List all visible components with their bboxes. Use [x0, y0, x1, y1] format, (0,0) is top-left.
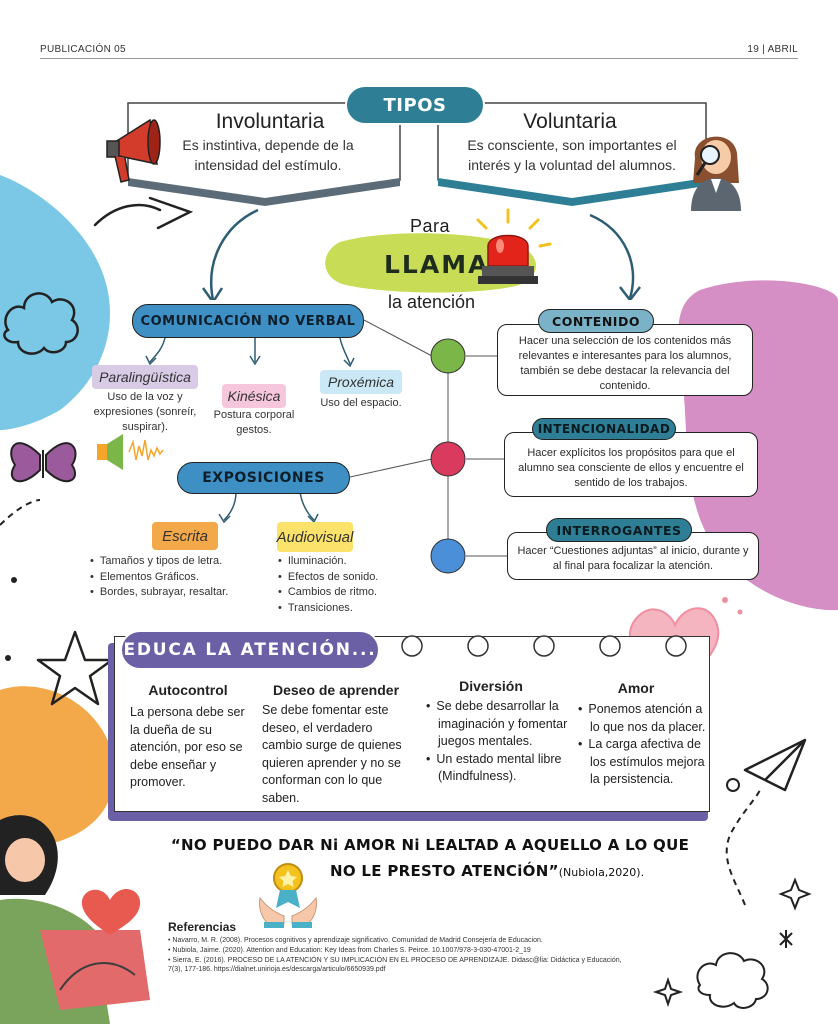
dashed-line — [0, 499, 41, 526]
diversion-list: Se debe desarrollar la imaginación y fom… — [426, 698, 584, 786]
comunicacion-pill: COMUNICACIÓN NO VERBAL — [132, 304, 364, 338]
arrow-right-branch — [589, 213, 635, 299]
asterisk-icon — [779, 930, 793, 948]
kinesica-label: Kinésica — [222, 384, 286, 408]
butterfly-icon — [10, 442, 77, 483]
intencionalidad-box: Hacer explícitos los propósitos para que… — [504, 432, 758, 497]
quote-line-2: NO LE PRESTO ATENCiÓN”(Nubiola,2020). — [330, 862, 644, 880]
speaker-icon — [97, 434, 164, 470]
siren-icon — [476, 208, 552, 284]
cloud-doodle-bottom — [696, 952, 769, 1009]
educa-pill: EDUCA LA ATENCIÓN... — [120, 630, 380, 670]
quote-line-2-text: NO LE PRESTO ATENCiÓN” — [330, 862, 559, 880]
orange-blob — [0, 686, 115, 850]
list-item: Efectos de sonido. — [278, 570, 379, 586]
award-hands-icon — [259, 863, 317, 928]
paralinguistica-desc: Uso de la voz y expresiones (sonreír, su… — [93, 391, 197, 433]
proxemica-label: Proxémica — [320, 370, 402, 394]
list-item: Bordes, subrayar, resaltar. — [90, 585, 228, 601]
dashed-line-right — [725, 789, 761, 906]
interrogantes-pill: INTERROGANTES — [546, 518, 692, 542]
girl-reading-illustration — [0, 815, 150, 1024]
header-date: 19 | ABRIL — [747, 44, 798, 55]
arrow-left-branch — [210, 208, 259, 300]
magnifier-girl-icon — [691, 136, 741, 211]
comunicacion-connectors — [145, 319, 507, 574]
dot-decoration — [11, 577, 17, 583]
small-circle-doodle — [726, 778, 740, 792]
llamar-pre: Para — [410, 216, 451, 236]
intencionalidad-pill: INTENCIONALIDAD — [532, 418, 676, 440]
autocontrol-text: La persona debe ser la dueña de su atenc… — [130, 705, 245, 789]
references-title: Referencias — [168, 920, 237, 934]
dot-decoration — [5, 655, 11, 661]
involuntaria-text: Es instintiva, depende de la intensidad … — [182, 137, 354, 173]
megaphone-icon — [106, 118, 161, 183]
deseo-title: Deseo de aprender — [272, 682, 400, 698]
header-publication: PUBLICACIÓN 05 — [40, 44, 126, 55]
proxemica-desc: Uso del espacio. — [320, 397, 402, 409]
escrita-label: Escrita — [152, 522, 218, 550]
header-divider — [40, 58, 798, 59]
reference-1: • Navarro, M. R. (2008). Procesos cognit… — [168, 937, 543, 944]
llamar-post: la atención — [388, 292, 476, 312]
kinesica-desc: Postura corporal gestos. — [213, 409, 295, 436]
diversion-title: Diversión — [459, 678, 523, 694]
notebook-rings — [401, 635, 687, 657]
green-node — [430, 338, 466, 374]
reference-3: • Sierra, E. (2016). PROCESO DE LA ATENC… — [168, 957, 622, 973]
tipos-pill: TIPOS — [345, 85, 485, 125]
list-item: Se debe desarrollar la imaginación y fom… — [426, 698, 584, 751]
voluntaria-title: Voluntaria — [523, 110, 617, 133]
involuntaria-title: Involuntaria — [215, 110, 325, 133]
autocontrol-title: Autocontrol — [148, 682, 228, 698]
contenido-pill: CONTENIDO — [538, 309, 654, 333]
escrita-list: Tamaños y tipos de letra. Elementos Gráf… — [90, 554, 228, 601]
paralinguistica-label: Paralingüística — [92, 365, 198, 389]
star-doodle-icon — [36, 630, 114, 706]
amor-list: Ponemos atención a lo que nos da placer.… — [578, 701, 708, 789]
list-item: Un estado mental libre (Mindfulness). — [426, 751, 584, 786]
arrow-doodle — [93, 196, 194, 230]
amor-title: Amor — [617, 680, 655, 696]
audiovisual-list: Iluminación. Efectos de sonido. Cambios … — [278, 554, 379, 617]
exposiciones-pill: EXPOSICIONES — [177, 462, 350, 494]
list-item: Elementos Gráficos. — [90, 570, 228, 586]
blue-node — [430, 538, 466, 574]
quote-cite: (Nubiola,2020). — [558, 866, 645, 879]
crimson-node — [430, 441, 466, 477]
list-item: La carga afectiva de los estímulos mejor… — [578, 736, 708, 789]
deseo-text: Se debe fomentar este deseo, el verdader… — [262, 703, 402, 805]
list-item: Transiciones. — [278, 601, 378, 617]
contenido-box: Hacer una selección de los contenidos má… — [497, 324, 753, 396]
sparkle-icon-2 — [652, 976, 684, 1008]
sparkle-icon — [778, 877, 812, 911]
sky-blob — [0, 175, 110, 430]
list-item: Cambios de ritmo. — [278, 585, 378, 601]
reference-2: • Nubiola, Jaime. (2020). Attention and … — [168, 947, 531, 954]
list-item: Tamaños y tipos de letra. — [90, 554, 228, 570]
quote-line-1: “NO PUEDO DAR Ni AMOR Ni LEALTAD A AQUEL… — [170, 836, 690, 854]
voluntaria-text: Es consciente, son importantes el interé… — [467, 137, 677, 173]
paper-plane-icon — [743, 738, 807, 792]
list-item: Ponemos atención a lo que nos da placer. — [578, 701, 708, 736]
list-item: Iluminación. — [278, 554, 378, 570]
audiovisual-label: Audiovisual — [277, 522, 353, 552]
cloud-doodle — [3, 292, 79, 355]
